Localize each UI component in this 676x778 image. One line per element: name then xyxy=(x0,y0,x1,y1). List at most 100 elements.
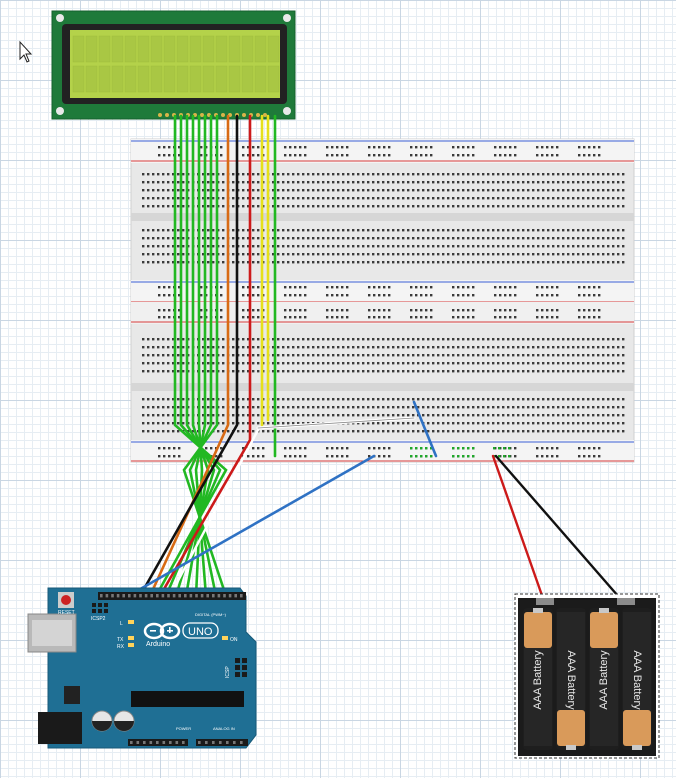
breadboard-hole xyxy=(577,253,580,256)
breadboard-hole xyxy=(467,229,470,232)
breadboard-hole xyxy=(252,316,255,319)
breadboard-hole xyxy=(232,261,235,264)
breadboard-hole xyxy=(417,253,420,256)
breadboard-hole xyxy=(277,261,280,264)
breadboard-hole xyxy=(577,205,580,208)
breadboard-hole xyxy=(542,430,545,433)
breadboard-hole xyxy=(432,189,435,192)
breadboard-hole xyxy=(147,430,150,433)
breadboard-hole xyxy=(272,261,275,264)
breadboard-hole xyxy=(457,286,460,289)
breadboard-hole xyxy=(368,154,371,157)
header-pin xyxy=(172,594,176,598)
breadboard-hole xyxy=(427,261,430,264)
breadboard-hole xyxy=(452,189,455,192)
breadboard-hole xyxy=(522,205,525,208)
breadboard-hole xyxy=(617,205,620,208)
breadboard-hole xyxy=(387,414,390,417)
breadboard-hole xyxy=(487,370,490,373)
breadboard-hole xyxy=(284,146,287,149)
breadboard-hole xyxy=(372,362,375,365)
breadboard-hole xyxy=(158,294,161,297)
breadboard-hole xyxy=(582,261,585,264)
breadboard-hole xyxy=(222,414,225,417)
icsp2-pin xyxy=(92,603,96,607)
breadboard-hole xyxy=(417,205,420,208)
breadboard-hole xyxy=(467,370,470,373)
breadboard-hole xyxy=(232,338,235,341)
breadboard-hole xyxy=(382,237,385,240)
breadboard-hole xyxy=(542,422,545,425)
breadboard-hole xyxy=(536,455,539,458)
breadboard-hole xyxy=(557,173,560,176)
breadboard-hole xyxy=(331,447,334,450)
breadboard-hole xyxy=(507,354,510,357)
breadboard-hole xyxy=(472,406,475,409)
breadboard-hole xyxy=(537,237,540,240)
breadboard-hole xyxy=(152,197,155,200)
breadboard-hole xyxy=(257,346,260,349)
breadboard-hole xyxy=(277,422,280,425)
breadboard-hole xyxy=(232,245,235,248)
breadboard-hole xyxy=(347,205,350,208)
breadboard-hole xyxy=(232,237,235,240)
breadboard-hole xyxy=(556,154,559,157)
breadboard-hole xyxy=(497,414,500,417)
breadboard-hole xyxy=(452,253,455,256)
breadboard-hole xyxy=(407,253,410,256)
breadboard-hole xyxy=(593,316,596,319)
breadboard-hole xyxy=(272,362,275,365)
breadboard-hole xyxy=(617,398,620,401)
breadboard-hole xyxy=(432,229,435,232)
breadboard-hole xyxy=(162,362,165,365)
breadboard-hole xyxy=(552,414,555,417)
breadboard-hole xyxy=(432,245,435,248)
breadboard-hole xyxy=(457,354,460,357)
breadboard-hole xyxy=(617,354,620,357)
breadboard-hole xyxy=(472,197,475,200)
aaa-battery-cell: AAA Battery xyxy=(523,608,553,750)
breadboard-hole xyxy=(527,229,530,232)
breadboard-hole xyxy=(346,294,349,297)
breadboard-hole xyxy=(362,245,365,248)
breadboard-hole xyxy=(332,205,335,208)
breadboard-hole xyxy=(492,173,495,176)
breadboard-hole xyxy=(222,362,225,365)
breadboard-hole xyxy=(222,181,225,184)
breadboard-hole xyxy=(322,253,325,256)
breadboard-hole xyxy=(162,253,165,256)
breadboard-hole xyxy=(299,455,302,458)
breadboard-hole xyxy=(326,455,329,458)
lcd-char-cell xyxy=(124,65,137,93)
breadboard-hole xyxy=(272,414,275,417)
breadboard-hole xyxy=(346,455,349,458)
breadboard-hole xyxy=(252,261,255,264)
breadboard-hole xyxy=(292,229,295,232)
breadboard-hole xyxy=(173,447,176,450)
breadboard-hole xyxy=(362,173,365,176)
breadboard-hole xyxy=(182,370,185,373)
breadboard-hole xyxy=(477,422,480,425)
breadboard-hole xyxy=(422,370,425,373)
breadboard-hole xyxy=(567,197,570,200)
breadboard-hole xyxy=(457,261,460,264)
breadboard-hole xyxy=(467,422,470,425)
breadboard-hole xyxy=(412,370,415,373)
breadboard-hole xyxy=(492,422,495,425)
breadboard-hole xyxy=(472,294,475,297)
breadboard-hole xyxy=(417,229,420,232)
breadboard-hole xyxy=(597,398,600,401)
breadboard-hole xyxy=(552,362,555,365)
lcd-char-cell xyxy=(163,65,176,93)
breadboard-hole xyxy=(592,414,595,417)
breadboard-hole xyxy=(332,237,335,240)
breadboard-hole xyxy=(572,346,575,349)
header-pin xyxy=(105,594,109,598)
breadboard-hole xyxy=(422,346,425,349)
breadboard-hole xyxy=(297,245,300,248)
breadboard-hole xyxy=(622,189,625,192)
breadboard-hole xyxy=(352,189,355,192)
breadboard-hole xyxy=(322,237,325,240)
breadboard-hole xyxy=(407,189,410,192)
breadboard-hole xyxy=(622,245,625,248)
